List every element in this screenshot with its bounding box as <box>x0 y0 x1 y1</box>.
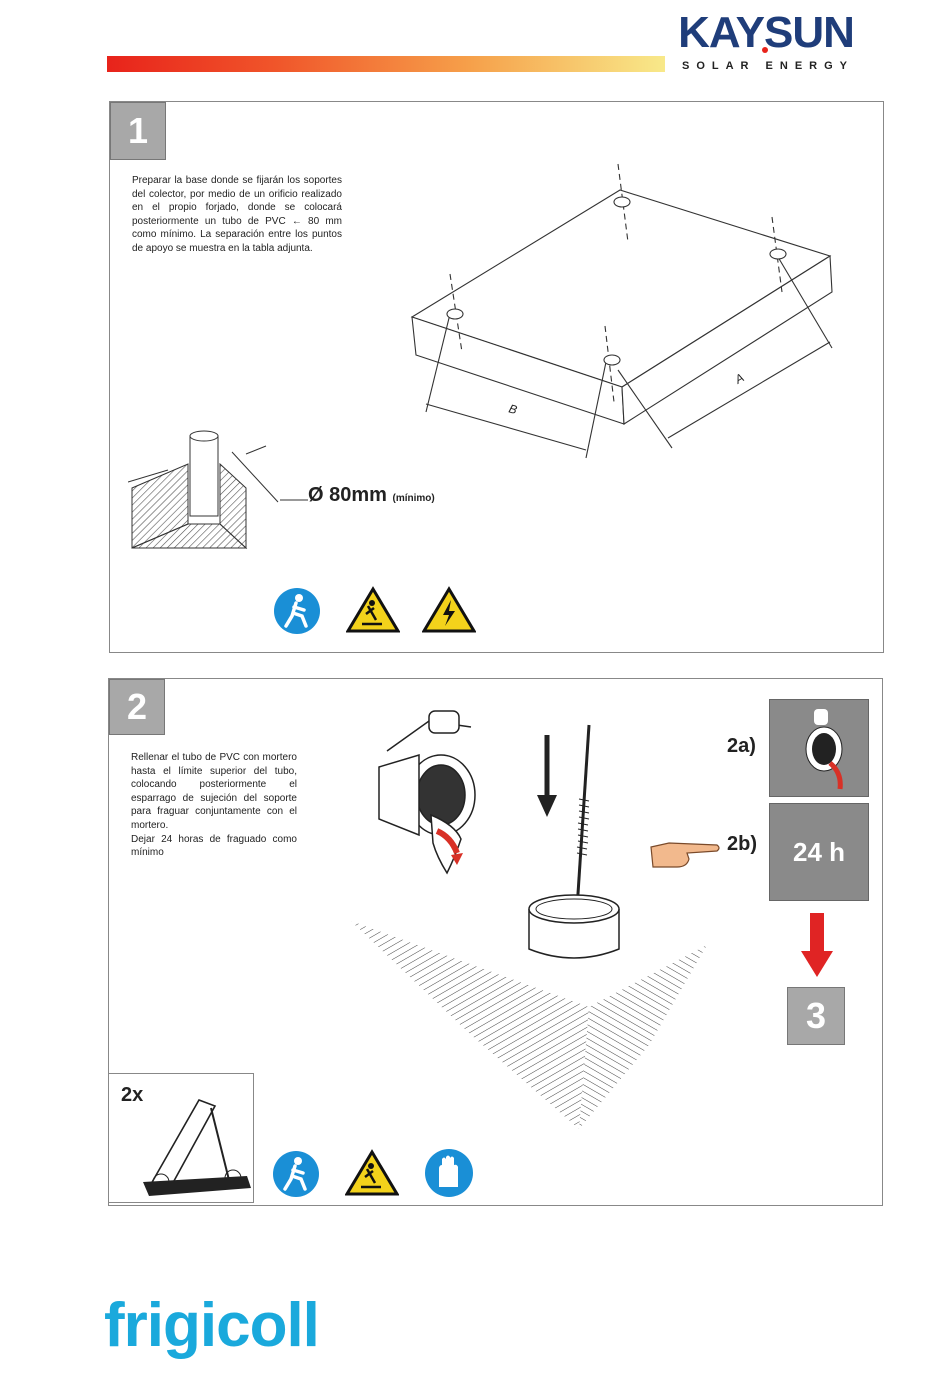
frigicoll-logo: frigicoll <box>104 1291 320 1360</box>
step1-number: 1 <box>110 102 166 160</box>
step2-number: 2 <box>109 679 165 735</box>
electrical-hazard-icon <box>422 586 476 633</box>
step2-panel: 2 Rellenar el tubo de PVC con mortero ha… <box>108 678 883 1206</box>
collector-mount-icon <box>143 1099 251 1196</box>
step2b-label: 2b) <box>727 833 757 855</box>
step2a-label: 2a) <box>727 735 756 757</box>
slab-diagram: A B <box>410 163 833 459</box>
next-step-box: 3 <box>787 987 845 1045</box>
dimension-a: A <box>732 370 747 387</box>
fall-warning-icon <box>346 586 400 633</box>
pipe-section-diagram <box>128 430 279 550</box>
diameter-value: Ø 80mm <box>308 484 387 506</box>
wait-time: 24 h <box>792 836 846 867</box>
diameter-note: (mínimo) <box>392 493 435 504</box>
step2b-box: 24 h <box>769 803 869 901</box>
fall-warning-icon <box>345 1149 399 1196</box>
hatched-floor-illustration <box>351 921 707 1129</box>
logo-dot-icon <box>762 47 768 53</box>
quantity-inset: 2x <box>109 1073 254 1203</box>
bucket-mini-icon <box>805 709 843 790</box>
step2a-box <box>769 699 869 797</box>
down-arrow-icon <box>537 735 557 817</box>
person-walking-icon <box>273 1151 319 1197</box>
threaded-rod-pipe-illustration <box>528 724 620 959</box>
dimension-b: B <box>507 401 519 417</box>
diameter-label: Ø 80mm (mínimo) <box>308 484 435 507</box>
gloves-icon <box>425 1149 473 1197</box>
leader-line <box>280 499 308 501</box>
step1-instructions: Preparar la base donde se fijarán los so… <box>132 175 342 254</box>
kaysun-logo: KAYSUN SOLAR ENERGY <box>676 10 856 80</box>
step2-instructions: Rellenar el tubo de PVC con mortero hast… <box>131 752 297 859</box>
brand-subtitle: SOLAR ENERGY <box>681 60 854 72</box>
mortar-bucket-illustration <box>378 710 476 875</box>
step1-panel: 1 Preparar la base donde se fijarán los … <box>109 101 884 653</box>
red-down-arrow-icon <box>801 913 833 977</box>
pointing-hand-icon <box>650 842 720 868</box>
quantity-label: 2x <box>121 1084 144 1106</box>
header-gradient-bar <box>107 56 665 72</box>
person-walking-icon <box>274 588 320 634</box>
